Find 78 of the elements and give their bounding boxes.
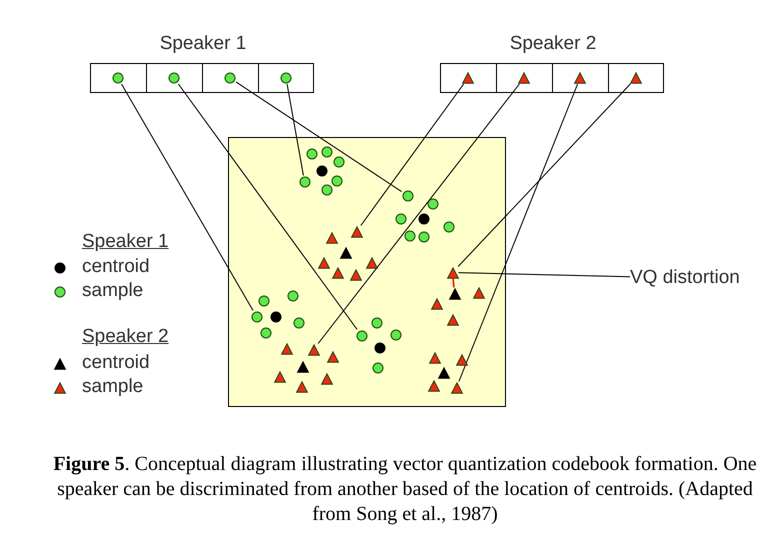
centroid-circle-marker <box>374 342 386 354</box>
connector-line <box>120 84 254 311</box>
distortion-line <box>452 278 455 288</box>
sample-circle-marker <box>298 176 310 188</box>
sample-circle-marker <box>280 72 292 84</box>
sample-triangle-marker <box>518 72 530 84</box>
sample-circle-marker <box>320 146 332 158</box>
centroid-circle-marker <box>270 310 282 322</box>
sample-circle-marker <box>442 220 454 232</box>
connector-line <box>318 84 520 344</box>
sample-circle-marker <box>286 290 298 302</box>
connector-line <box>360 84 464 226</box>
sample-circle-marker <box>258 294 270 306</box>
legend-heading: Speaker 1 <box>82 231 169 253</box>
sample-circle-marker <box>402 190 414 202</box>
centroid-circle-marker <box>316 164 328 176</box>
sample-triangle-marker <box>428 380 440 392</box>
connector-line <box>458 84 631 267</box>
sample-triangle-marker <box>350 226 362 238</box>
sample-triangle-marker <box>308 344 320 356</box>
sample-triangle-marker <box>430 298 442 310</box>
sample-triangle-marker <box>428 352 440 364</box>
sample-triangle-marker <box>462 72 474 84</box>
connector-line <box>286 84 304 176</box>
sample-circle-marker <box>426 198 438 210</box>
connector-line <box>458 84 578 382</box>
sample-circle-marker <box>320 184 332 196</box>
sample-circle-marker <box>224 72 236 84</box>
sample-triangle-marker <box>630 72 642 84</box>
sample-circle-marker <box>394 212 406 224</box>
codebook-title: Speaker 1 <box>158 33 248 55</box>
legend-text: centroid <box>82 256 150 278</box>
sample-circle-marker <box>330 174 342 186</box>
sample-triangle-marker <box>280 342 292 354</box>
sample-triangle-marker <box>446 314 458 326</box>
sample-circle-marker <box>112 72 124 84</box>
sample-triangle-marker <box>446 266 458 278</box>
sample-triangle-marker <box>350 268 362 280</box>
sample-triangle-marker <box>274 370 286 382</box>
sample-circle-marker <box>372 362 384 374</box>
sample-triangle-marker <box>472 286 484 298</box>
sample-circle-marker <box>260 326 272 338</box>
sample-circle-marker <box>332 156 344 168</box>
sample-triangle-marker <box>318 256 330 268</box>
sample-circle-marker <box>168 72 180 84</box>
callout-label: VQ distortion <box>630 267 740 289</box>
sample-triangle-marker <box>296 380 308 392</box>
sample-triangle-marker <box>326 232 338 244</box>
codebook-title: Speaker 2 <box>508 33 598 55</box>
sample-circle-marker <box>292 316 304 328</box>
sample-triangle-marker <box>326 350 338 362</box>
legend-text: centroid <box>82 352 150 374</box>
centroid-triangle-marker <box>340 246 352 258</box>
centroid-triangle-marker <box>296 360 308 372</box>
sample-circle-marker <box>250 310 262 322</box>
sample-circle-marker <box>404 230 416 242</box>
sample-circle-marker <box>418 230 430 242</box>
centroid-circle-marker <box>418 212 430 224</box>
sample-triangle-marker <box>450 382 462 394</box>
legend-heading: Speaker 2 <box>82 326 169 348</box>
sample-circle-marker <box>356 330 368 342</box>
legend-text: sample <box>82 280 144 302</box>
sample-circle-marker <box>306 148 318 160</box>
sample-triangle-marker <box>320 372 332 384</box>
centroid-triangle-marker <box>438 366 450 378</box>
sample-triangle-marker <box>574 72 586 84</box>
sample-circle-marker <box>390 328 402 340</box>
figure-caption: Figure 5. Conceptual diagram illustrating vector quantization codebook formation. One speaker can be discriminated from another based of the location of centroids. (Adapted from Song et al., 1987) <box>52 452 758 527</box>
connector-line <box>236 81 402 192</box>
sample-circle-marker <box>370 316 382 328</box>
legend-text: sample <box>82 376 144 398</box>
sample-triangle-marker <box>332 266 344 278</box>
sample-triangle-marker <box>366 256 378 268</box>
plot-area <box>228 137 506 407</box>
sample-triangle-marker <box>456 354 468 366</box>
connector-line <box>178 84 358 330</box>
centroid-triangle-marker <box>448 288 460 300</box>
connector-line <box>458 272 630 278</box>
